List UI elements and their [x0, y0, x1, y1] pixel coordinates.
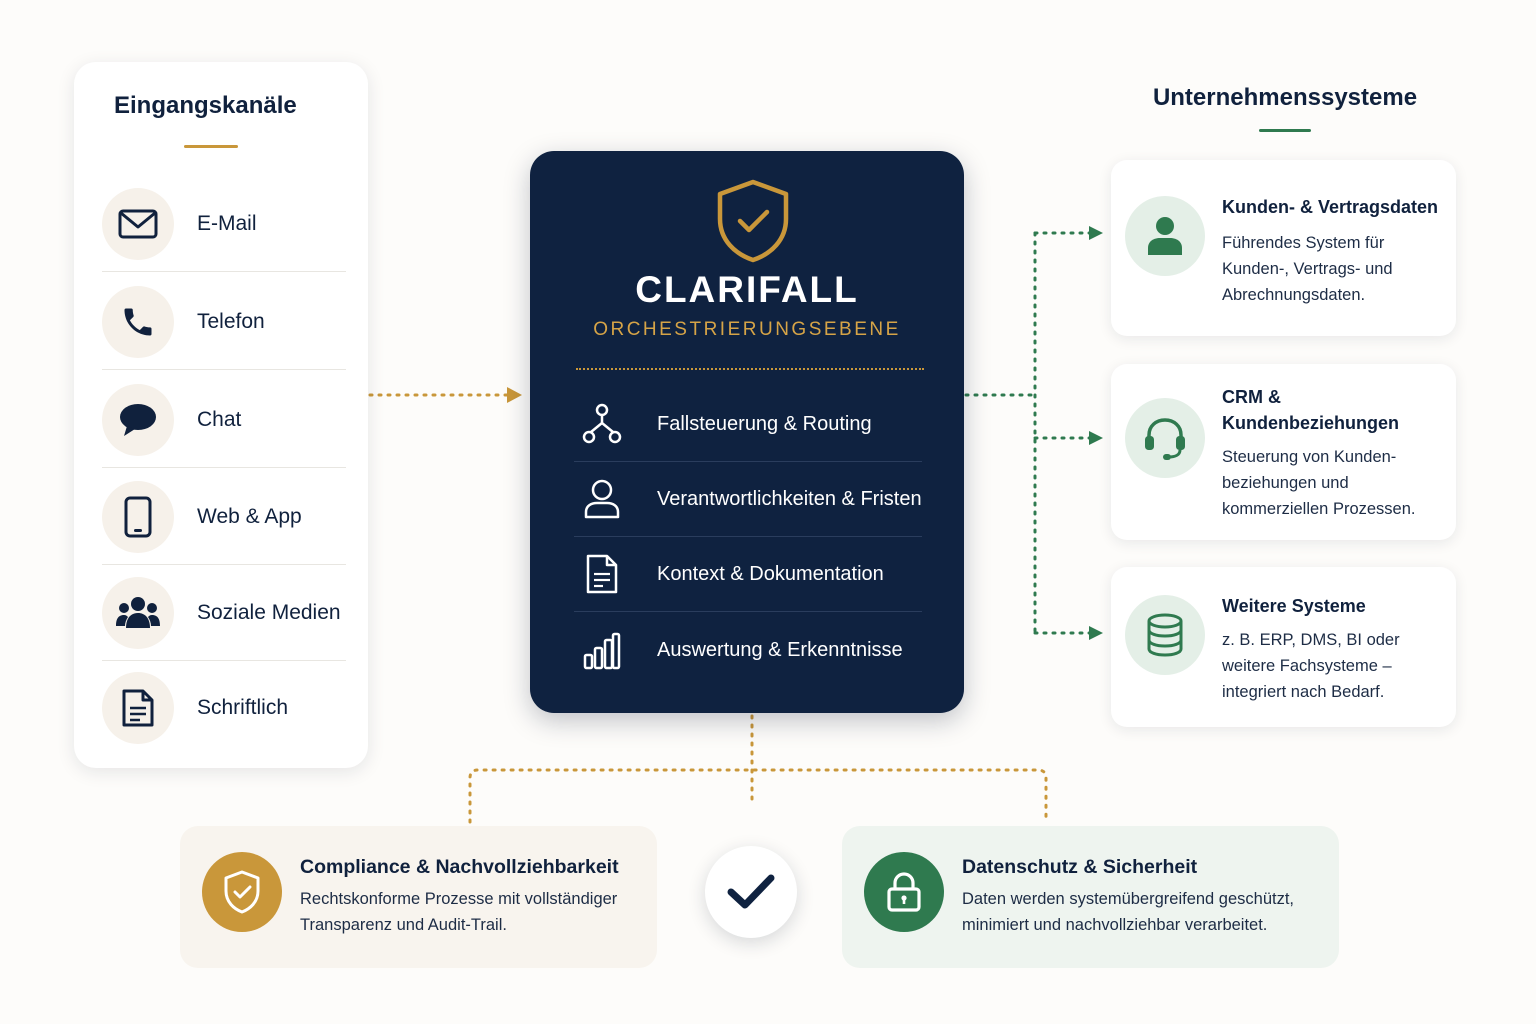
input-arrowhead — [507, 387, 522, 403]
arrowhead-2 — [1089, 431, 1103, 445]
bar-chart-icon — [574, 631, 630, 671]
channel-phone[interactable]: Telefon — [102, 274, 346, 370]
compliance-description: Rechtskonforme Prozesse mit vollständige… — [300, 890, 618, 934]
database-icon — [1125, 595, 1205, 675]
orchestration-card: CLARIFALL ORCHESTRIERUNGSEBENE Fallsteue… — [530, 151, 964, 713]
feature-label: Kontext & Dokumentation — [657, 562, 884, 585]
privacy-card: Datenschutz & Sicherheit Daten werden sy… — [842, 826, 1339, 968]
input-channels-card: Eingangskanäle E-Mail Telefon Chat Web &… — [74, 62, 368, 768]
channel-web-app[interactable]: Web & App — [102, 469, 346, 565]
feature-label: Auswertung & Erkenntnisse — [657, 639, 903, 661]
arrowhead-3 — [1089, 626, 1103, 640]
channel-written[interactable]: Schriftlich — [102, 660, 346, 756]
channel-label: Soziale Medien — [197, 600, 341, 624]
channel-label: Schriftlich — [197, 696, 289, 719]
dotted-divider — [576, 368, 924, 370]
people-icon — [102, 576, 174, 649]
feature-responsibilities: Verantwortlichkeiten & Fristen — [574, 462, 922, 537]
feature-routing: Fallsteuerung & Routing — [574, 387, 922, 462]
system-description: z. B. ERP, DMS, BI oder weitere Fachsyst… — [1222, 631, 1400, 701]
privacy-title: Datenschutz & Sicherheit — [962, 856, 1198, 878]
smartphone-icon — [102, 480, 174, 553]
lock-icon — [864, 852, 944, 932]
channel-label: Telefon — [197, 309, 265, 333]
system-description: Führendes System für Kunden-, Vertrags- … — [1222, 234, 1393, 304]
feature-analytics: Auswertung & Erkenntnisse — [574, 613, 922, 688]
brand-subtitle: ORCHESTRIERUNGSEBENE — [593, 319, 901, 340]
document-icon — [102, 672, 174, 744]
channel-label: E-Mail — [197, 211, 257, 235]
privacy-description: Daten werden systemübergreifend geschütz… — [962, 890, 1295, 934]
system-title: Kunden- & Vertragsdaten — [1222, 197, 1439, 217]
headset-icon — [1125, 398, 1205, 478]
shield-check-icon — [202, 852, 282, 932]
document-icon — [574, 553, 630, 595]
arrowhead-1 — [1089, 226, 1103, 240]
feature-label: Fallsteuerung & Routing — [657, 412, 872, 435]
title-underline — [184, 145, 238, 148]
system-card-other[interactable]: Weitere Systeme z. B. ERP, DMS, BI oder … — [1111, 567, 1456, 727]
system-title: CRM & Kundenbeziehungen — [1222, 387, 1399, 433]
channel-social-media[interactable]: Soziale Medien — [102, 565, 346, 661]
user-icon — [574, 479, 630, 519]
title-underline — [1259, 129, 1311, 132]
system-description: Steuerung von Kunden-beziehungen und kom… — [1222, 448, 1416, 518]
phone-icon — [102, 285, 174, 358]
bottom-connector — [468, 714, 1048, 824]
mail-icon — [102, 187, 174, 260]
person-icon — [1125, 196, 1205, 276]
brand-name: CLARIFALL — [635, 269, 859, 310]
enterprise-systems-title: Unternehmenssysteme — [1152, 84, 1418, 111]
channel-label: Chat — [197, 407, 242, 431]
compliance-title: Compliance & Nachvollziehbarkeit — [300, 856, 619, 878]
compliance-card: Compliance & Nachvollziehbarkeit Rechtsk… — [180, 826, 657, 968]
channel-email[interactable]: E-Mail — [102, 176, 346, 272]
system-card-customer-data[interactable]: Kunden- & Vertragsdaten Führendes System… — [1111, 160, 1456, 336]
routing-icon — [574, 403, 630, 445]
input-channels-title: Eingangskanäle — [114, 92, 297, 119]
system-card-crm[interactable]: CRM & Kundenbeziehungen Steuerung von Ku… — [1111, 364, 1456, 540]
feature-context: Kontext & Dokumentation — [574, 537, 922, 612]
channel-label: Web & App — [197, 504, 302, 528]
systems-connector — [964, 231, 1092, 635]
channel-chat[interactable]: Chat — [102, 372, 346, 468]
feature-label: Verantwortlichkeiten & Fristen — [657, 487, 922, 510]
chat-icon — [102, 383, 174, 456]
checkmark-icon — [705, 846, 797, 938]
shield-check-icon — [715, 179, 791, 268]
system-title: Weitere Systeme — [1222, 596, 1366, 616]
